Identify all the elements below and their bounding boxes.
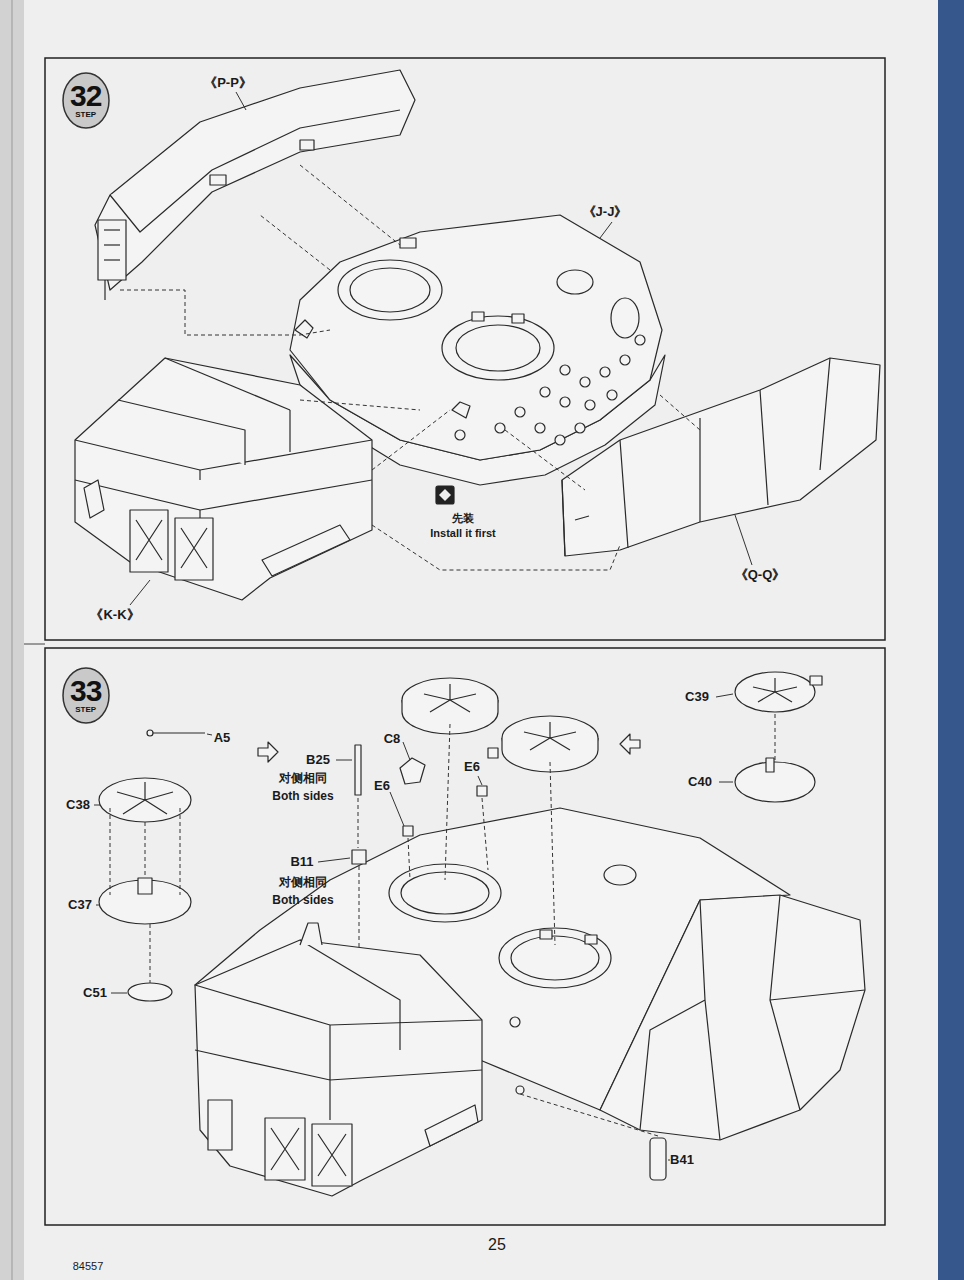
step-word: STEP (70, 706, 101, 714)
step-badge: 33STEP (62, 667, 109, 724)
part-label: A5 (214, 731, 231, 746)
step-word: STEP (70, 111, 101, 119)
part-label: 《P-P》 (204, 76, 252, 91)
step32-drawing (75, 70, 880, 600)
step-badge: 32STEP (62, 72, 109, 129)
leader-line (94, 694, 775, 1160)
part-label: C37 (68, 898, 92, 913)
part-label: B25 (306, 753, 330, 768)
part-label: C39 (685, 690, 709, 705)
part-label: B11 (290, 855, 313, 870)
part-label: Both sides (272, 894, 333, 908)
step-panel (45, 648, 885, 1225)
part-label: Install it first (430, 527, 495, 540)
part-label: 《K-K》 (90, 608, 139, 623)
step-number: 32 (70, 81, 101, 111)
part-label: 先装 (452, 512, 474, 525)
assembly-guide (120, 165, 700, 570)
part-label: 《Q-Q》 (735, 568, 786, 583)
part-label: E6 (374, 779, 390, 794)
part-label: C8 (384, 732, 401, 747)
part-label: E6 (464, 760, 480, 775)
page-number: 25 (488, 1236, 506, 1254)
part-label: 对侧相同 (279, 876, 327, 890)
leader-line (130, 92, 752, 605)
part-label: C51 (83, 986, 107, 1001)
part-label: Both sides (272, 790, 333, 804)
part-label: 对侧相同 (279, 772, 327, 786)
part-label: C38 (66, 798, 90, 813)
paper (24, 0, 940, 1280)
page-number: 84557 (73, 1260, 104, 1273)
part-label: B41 (670, 1153, 694, 1168)
facing-page (0, 0, 24, 1280)
step-panel (45, 58, 885, 640)
table-ground (938, 0, 964, 1280)
step33-drawing (99, 672, 865, 1196)
part-label: 《J-J》 (583, 205, 628, 220)
step-number: 33 (70, 676, 101, 706)
part-label: C40 (688, 775, 712, 790)
